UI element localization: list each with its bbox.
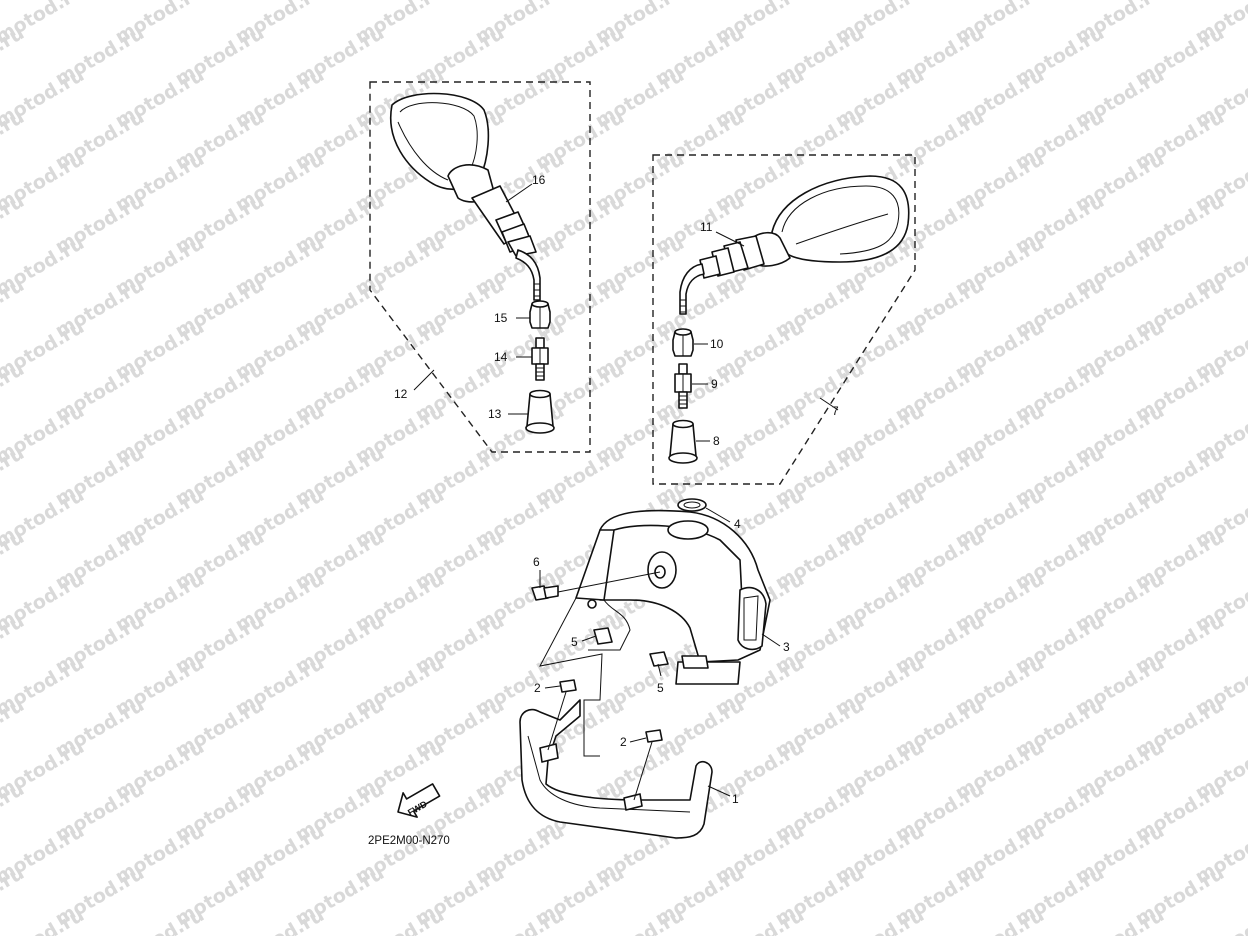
callout-9: 9 (711, 377, 718, 391)
grommet-4 (677, 498, 707, 512)
left-mirror (389, 92, 541, 301)
callout-13: 13 (488, 407, 502, 421)
callout-2b: 2 (620, 735, 627, 749)
screw-2 (547, 679, 663, 801)
watermark-text: motod.ru (1072, 904, 1168, 936)
watermark-text: motod.ru (352, 904, 448, 936)
watermark-text: motod.ru (0, 0, 28, 6)
fwd-arrow (397, 783, 441, 818)
watermark-text: motod.ru (112, 904, 208, 936)
callout-12: 12 (394, 387, 408, 401)
watermark-text: motod.ru (0, 904, 88, 936)
group-box-left-mirror (369, 81, 591, 453)
callout-7: 7 (832, 404, 839, 418)
callout-16: 16 (532, 173, 546, 187)
callout-5a: 5 (571, 635, 578, 649)
leader-lines (413, 183, 839, 797)
callout-1: 1 (732, 792, 739, 806)
callout-4: 4 (734, 517, 741, 531)
watermark-text: motod.ru (952, 904, 1048, 936)
watermark-text: motod.ru (232, 904, 328, 936)
watermark-text: motod.ru (592, 904, 688, 936)
nut-5 (587, 599, 669, 667)
left-cover-13 (525, 389, 555, 434)
right-nut-10 (672, 328, 694, 357)
callout-10: 10 (710, 337, 724, 351)
lower-cover-1 (519, 699, 713, 839)
right-adapter-bolt-9 (674, 363, 692, 409)
callout-2a: 2 (534, 681, 541, 695)
watermark-text: motod.ru (1192, 904, 1248, 936)
screw-6 (531, 585, 559, 601)
group-box-right-mirror (652, 154, 916, 485)
callout-8: 8 (713, 434, 720, 448)
cover-outline-dashes (539, 597, 603, 757)
watermark-text: motod.ru (832, 904, 928, 936)
diagram-code: 2PE2M00-N270 (368, 835, 450, 847)
callout-3: 3 (783, 640, 790, 654)
left-adapter-bolt-14 (531, 337, 549, 381)
callout-labels: 16 15 14 13 12 11 10 9 8 7 4 3 6 5 5 2 2… (394, 173, 839, 818)
watermark-text: motod.ru (712, 904, 808, 936)
upper-cover-3 (575, 509, 771, 685)
right-cover-8 (668, 419, 698, 464)
callout-15: 15 (494, 311, 508, 325)
callout-5b: 5 (657, 681, 664, 695)
right-mirror (679, 175, 910, 315)
watermark-text: motod.ru (472, 904, 568, 936)
callout-6: 6 (533, 555, 540, 569)
callout-11: 11 (700, 220, 713, 234)
left-nut-15 (529, 300, 551, 329)
callout-14: 14 (494, 350, 508, 364)
